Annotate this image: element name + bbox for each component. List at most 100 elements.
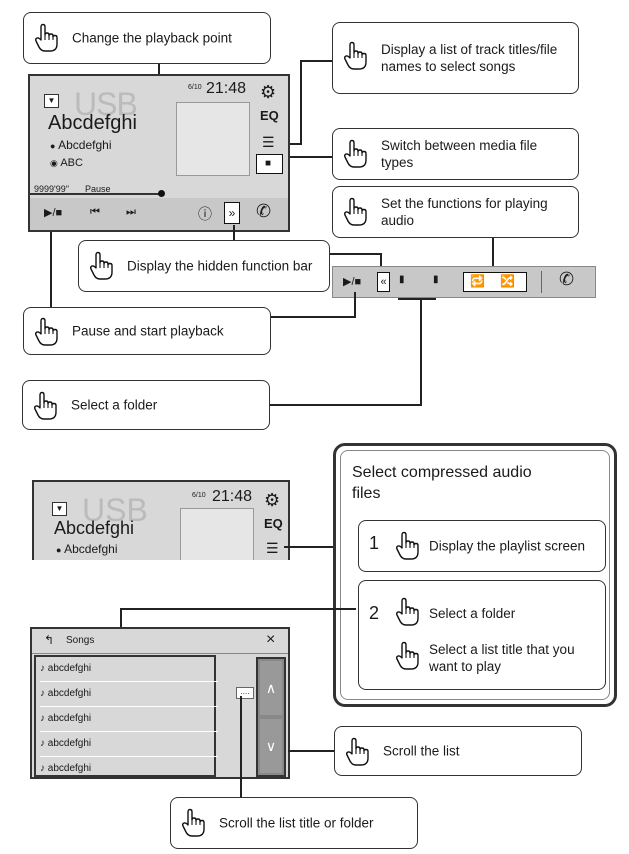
- callout-label: Switch between media file types: [381, 138, 538, 170]
- song-title: abcdefghi: [47, 688, 92, 699]
- callout-set-functions: Set the functions for playing audio: [332, 186, 579, 238]
- source-menu-button[interactable]: ▼: [52, 502, 67, 516]
- callout-label: Change the playback point: [72, 30, 232, 46]
- folder-down-icon[interactable]: ▮: [433, 274, 439, 285]
- callout-switch-media: Switch between media file types: [332, 128, 579, 180]
- album-icon: ◉: [50, 158, 58, 168]
- step-number: 2: [369, 603, 380, 623]
- elapsed-time: 9999'99": [34, 184, 69, 194]
- hand-icon: [395, 641, 419, 671]
- scroll-up-button[interactable]: ∧: [260, 661, 282, 715]
- folder-up-icon[interactable]: ▮: [399, 274, 405, 285]
- callout-pause-start: Pause and start playback: [23, 307, 271, 355]
- source-menu-button[interactable]: ▼: [44, 94, 59, 108]
- hand-icon: [343, 139, 367, 169]
- repeat-icon[interactable]: 🔁: [470, 274, 485, 288]
- artist-name: Abcdefghi: [58, 138, 112, 152]
- scroll-down-button[interactable]: ∨: [260, 719, 282, 773]
- scroll-title-button[interactable]: ....: [236, 687, 254, 699]
- list-item[interactable]: ♪ abcdefghi: [40, 707, 218, 732]
- shuffle-icon[interactable]: 🔀: [500, 274, 515, 288]
- album-row: ◉ ABC: [50, 157, 83, 169]
- song-title: abcdefghi: [47, 713, 92, 724]
- hand-icon: [395, 531, 419, 561]
- expand-bar-button[interactable]: »: [224, 202, 240, 224]
- album-art: [176, 102, 250, 176]
- songs-list-screen: ↰ Songs × ♪ abcdefghi ♪ abcdefghi ♪ abcd…: [30, 627, 290, 779]
- person-icon: ●: [56, 545, 62, 555]
- song-title: abcdefghi: [47, 763, 92, 774]
- play-pause-icon[interactable]: ▶/■: [44, 207, 63, 219]
- playback-screen: ▼ USB Abcdefghi ● Abcdefghi ◉ ABC 9999'9…: [28, 74, 290, 232]
- hand-icon: [89, 251, 113, 281]
- step-2b-label: Select a list title that you want to pla…: [429, 642, 575, 674]
- music-note-icon: ♪: [40, 763, 48, 774]
- track-title[interactable]: Abcdefghi: [54, 518, 135, 538]
- music-note-icon: ♪: [40, 688, 48, 699]
- back-arrow-icon[interactable]: ↰: [44, 633, 55, 647]
- settings-gear-icon[interactable]: ⚙: [260, 82, 277, 102]
- progress-handle[interactable]: [158, 190, 165, 197]
- play-pause-icon[interactable]: ▶/■: [343, 276, 362, 288]
- next-track-icon[interactable]: ⏭: [126, 206, 136, 218]
- function-settings-group: 🔁 🔀: [463, 272, 527, 292]
- callout-label: Scroll the list: [383, 743, 460, 759]
- track-title[interactable]: Abcdefghi: [48, 112, 137, 134]
- phone-icon[interactable]: ✆: [559, 269, 575, 289]
- clock: 21:48: [206, 80, 247, 97]
- song-title: abcdefghi: [47, 738, 92, 749]
- compressed-audio-panel: Select compressed audio files 1 Display …: [333, 443, 617, 707]
- step-1-box: 1 Display the playlist screen: [358, 520, 606, 572]
- music-note-icon: ♪: [40, 663, 48, 674]
- callout-label: Set the functions for playing audio: [381, 196, 548, 228]
- callout-scroll-title: Scroll the list title or folder: [170, 797, 418, 849]
- hand-icon: [181, 808, 205, 838]
- list-icon[interactable]: ☰: [266, 540, 279, 556]
- divider: [541, 271, 542, 293]
- hand-icon: [34, 23, 58, 53]
- eq-button[interactable]: EQ: [264, 516, 283, 531]
- callout-change-playback-point: Change the playback point: [23, 12, 271, 64]
- list-title: Songs: [66, 635, 95, 646]
- source-label: USB: [74, 86, 138, 122]
- hand-icon: [33, 391, 57, 421]
- callout-select-folder: Select a folder: [22, 380, 270, 430]
- close-icon[interactable]: ×: [266, 631, 276, 648]
- callout-label: Display a list of track titles/file name…: [381, 42, 558, 74]
- callout-scroll-list: Scroll the list: [334, 726, 582, 776]
- settings-gear-icon[interactable]: ⚙: [264, 490, 281, 510]
- step-1-label: Display the playlist screen: [429, 538, 586, 554]
- playback-status: Pause: [85, 184, 111, 194]
- eq-button[interactable]: EQ: [260, 108, 279, 123]
- music-note-icon: ♪: [40, 713, 48, 724]
- list-icon[interactable]: ☰: [262, 134, 275, 150]
- date: 6/10: [192, 492, 206, 499]
- callout-label: Select a folder: [71, 397, 158, 413]
- previous-track-icon[interactable]: ⏮: [90, 206, 100, 218]
- music-note-icon: ♪: [40, 738, 48, 749]
- artist-row: ● Abcdefghi: [50, 138, 111, 152]
- callout-label: Display the hidden function bar: [127, 258, 313, 274]
- list-item[interactable]: ♪ abcdefghi: [40, 732, 218, 757]
- collapse-bar-button[interactable]: «: [377, 272, 390, 292]
- source-label: USB: [82, 492, 148, 528]
- list-item[interactable]: ♪ abcdefghi: [40, 757, 218, 781]
- artist-name: Abcdefghi: [64, 542, 118, 556]
- media-switch-button[interactable]: ■: [256, 154, 283, 174]
- album-name: ABC: [60, 157, 83, 169]
- clock: 21:48: [212, 488, 253, 505]
- callout-label: Scroll the list title or folder: [219, 815, 374, 831]
- hand-icon: [343, 197, 367, 227]
- list-item[interactable]: ♪ abcdefghi: [40, 657, 218, 682]
- album-art: [180, 508, 254, 560]
- callout-label: Pause and start playback: [72, 323, 224, 339]
- info-icon[interactable]: ⓘ: [198, 206, 212, 222]
- progress-bar[interactable]: [30, 193, 160, 195]
- step-number: 1: [369, 533, 380, 553]
- function-bar: ▶/■ ⏮ ⏭ ⓘ » ✆: [30, 198, 288, 230]
- scroll-bar: ∧ ∨: [256, 657, 286, 777]
- phone-icon[interactable]: ✆: [256, 201, 272, 221]
- callout-track-list: Display a list of track titles/file name…: [332, 22, 579, 94]
- list-item[interactable]: ♪ abcdefghi: [40, 682, 218, 707]
- hand-icon: [343, 41, 367, 71]
